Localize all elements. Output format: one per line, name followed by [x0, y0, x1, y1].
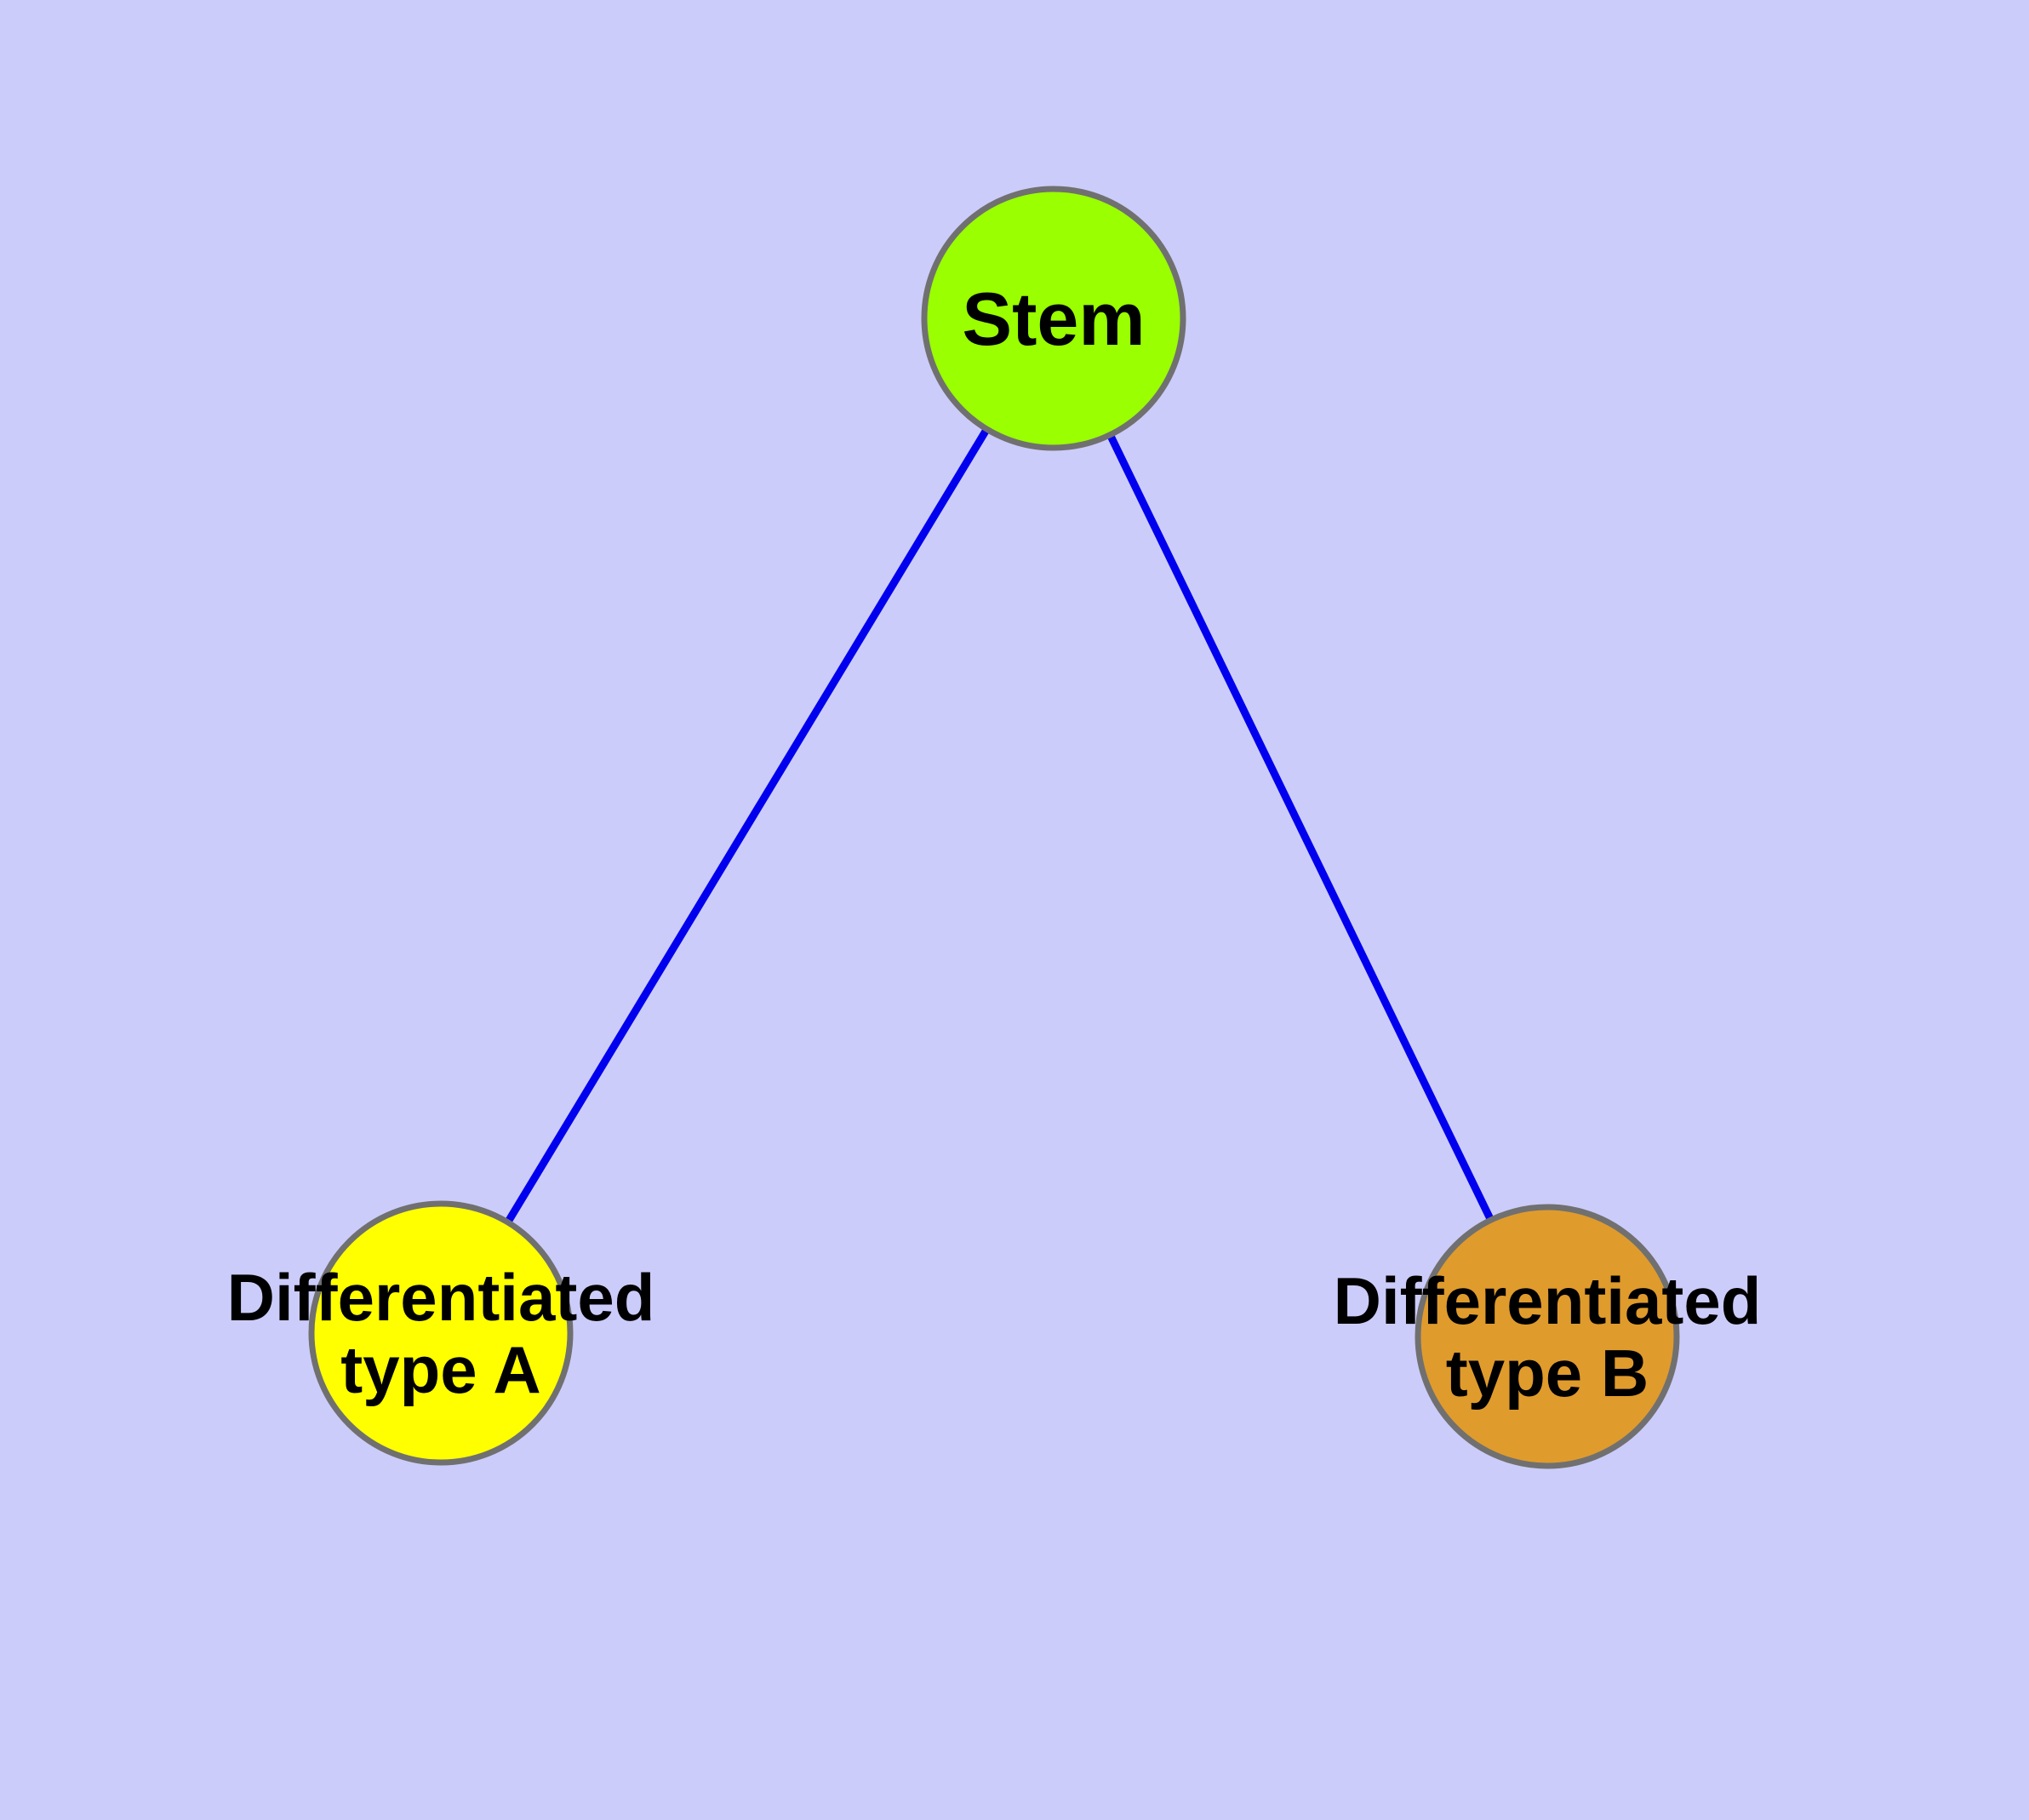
node-stem[interactable]: [921, 186, 1186, 451]
node-differentiated-type-a-circle[interactable]: [308, 1200, 574, 1466]
node-differentiated-type-b-circle[interactable]: [1415, 1204, 1680, 1469]
node-layer: [308, 186, 1680, 1469]
node-differentiated-type-a-label-line: Differentiated: [227, 1260, 655, 1335]
node-differentiated-type-a[interactable]: [308, 1200, 574, 1466]
node-differentiated-type-b-label-line: Differentiated: [1334, 1263, 1762, 1338]
node-stem-label: Stem: [962, 277, 1145, 361]
node-stem-circle[interactable]: [921, 186, 1186, 451]
node-differentiated-type-a-label-line: type A: [340, 1332, 541, 1407]
edge-layer: [503, 426, 1495, 1226]
node-differentiated-type-b[interactable]: [1415, 1204, 1680, 1469]
edge-stem-to-differentiated-type-a[interactable]: [503, 426, 992, 1226]
node-differentiated-type-b-label-line: type B: [1446, 1336, 1649, 1411]
node-stem-label-line: Stem: [962, 277, 1145, 361]
edge-stem-to-differentiated-type-b[interactable]: [1106, 432, 1495, 1223]
